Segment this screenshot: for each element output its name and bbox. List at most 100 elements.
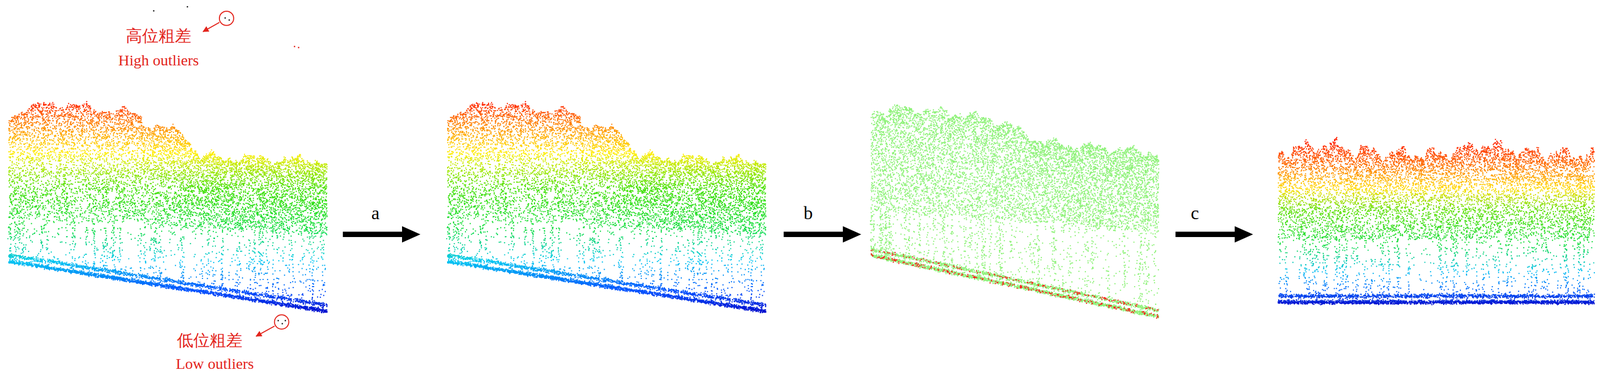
- lidar-points: [507, 272, 752, 275]
- lidar-points: [471, 103, 527, 106]
- lidar-points: [1285, 255, 1585, 258]
- lidar-points: [9, 262, 270, 265]
- lidar-points: [79, 274, 306, 277]
- lidar-points: [447, 186, 767, 189]
- lidar-points: [563, 281, 741, 284]
- point-clouds: [7, 101, 1595, 320]
- lidar-points: [88, 276, 240, 279]
- lidar-points: [9, 247, 323, 250]
- lidar-points: [11, 203, 327, 206]
- lidar-points: [12, 145, 190, 148]
- lidar-points: [1279, 170, 1588, 173]
- process-arrow: [342, 226, 421, 243]
- step-label: b: [803, 203, 813, 225]
- lidar-points: [475, 102, 526, 105]
- lidar-points: [251, 300, 315, 303]
- lidar-points: [8, 155, 300, 158]
- lidar-points: [449, 120, 581, 123]
- lidar-points: [13, 117, 142, 120]
- lidar-points: [1315, 245, 1574, 248]
- lidar-points: [450, 208, 766, 211]
- label-anchor: 高位粗差: [125, 26, 192, 46]
- lidar-points: [1279, 185, 1594, 188]
- lidar-points: [1282, 204, 1586, 207]
- lidar-points: [1309, 259, 1568, 262]
- lidar-points: [450, 200, 766, 203]
- lidar-points: [453, 188, 766, 191]
- lidar-points: [527, 276, 679, 279]
- lidar-points: [1281, 279, 1585, 282]
- lidar-points: [448, 224, 764, 227]
- lidar-points: [482, 269, 765, 272]
- lidar-points: [651, 294, 764, 297]
- outlier-circle: [219, 11, 234, 26]
- lidar-points: [1279, 293, 1595, 296]
- lidar-points: [43, 268, 326, 271]
- lidar-points: [1279, 187, 1592, 190]
- lidar-points: [11, 202, 328, 205]
- lidar-points: [9, 159, 317, 162]
- lidar-points: [9, 201, 323, 204]
- lidar-points: [1278, 283, 1580, 286]
- lidar-points: [33, 103, 88, 106]
- lidar-points: [9, 157, 303, 160]
- lidar-points: [1279, 277, 1591, 280]
- lidar-points: [14, 132, 179, 136]
- lidar-points: [19, 148, 193, 151]
- lidar-points: [9, 212, 327, 215]
- lidar-points: [551, 279, 753, 282]
- raw-point-cloud: [7, 101, 328, 314]
- lidar-points: [50, 251, 323, 254]
- lidar-points: [1280, 199, 1594, 202]
- lidar-points: [21, 264, 325, 268]
- lidar-points: [46, 219, 323, 222]
- lidar-points: [1280, 191, 1591, 194]
- lidar-points: [1279, 249, 1589, 252]
- lidar-points: [1292, 231, 1590, 234]
- lidar-points: [8, 227, 328, 230]
- lidar-points: [614, 289, 762, 292]
- lidar-points: [449, 184, 766, 187]
- lidar-points: [8, 141, 189, 144]
- lidar-points: [280, 305, 328, 308]
- lidar-points: [1305, 271, 1589, 274]
- lidar-points: [452, 176, 767, 180]
- lidar-points: [11, 160, 318, 163]
- lidar-points: [1282, 223, 1594, 226]
- lidar-points: [112, 279, 314, 282]
- lidar-points: [448, 157, 742, 160]
- lidar-points: [1277, 197, 1594, 200]
- lidar-points: [13, 183, 325, 186]
- lidar-points: [1303, 273, 1565, 276]
- lidar-points: [175, 289, 323, 292]
- lidar-points: [1318, 265, 1585, 269]
- lidar-points: [69, 272, 313, 275]
- lidar-points: [9, 253, 268, 256]
- denoised-point-cloud: [446, 101, 767, 314]
- lidar-points: [449, 135, 623, 138]
- lidar-points: [11, 200, 327, 203]
- lidar-points: [265, 302, 325, 305]
- lidar-points: [8, 256, 323, 259]
- lidar-points: [1278, 300, 1595, 303]
- lidar-points: [10, 167, 328, 170]
- lidar-points: [9, 195, 319, 198]
- lidar-points: [448, 182, 764, 185]
- lidar-points: [704, 302, 764, 305]
- lidar-points: [18, 241, 321, 244]
- lidar-points: [9, 196, 327, 199]
- lidar-points: [14, 188, 327, 191]
- label-anchor: b: [803, 203, 813, 225]
- lidar-points: [16, 230, 324, 233]
- lidar-points: [448, 201, 762, 204]
- lidar-points: [199, 292, 287, 295]
- lidar-points: [8, 127, 175, 130]
- lidar-points: [1280, 250, 1585, 253]
- lidar-points: [870, 249, 1159, 319]
- lidar-points: [8, 186, 328, 189]
- lidar-points: [458, 154, 740, 157]
- lidar-points: [447, 127, 614, 130]
- lidar-points: [870, 104, 1160, 319]
- lidar-points: [450, 217, 765, 220]
